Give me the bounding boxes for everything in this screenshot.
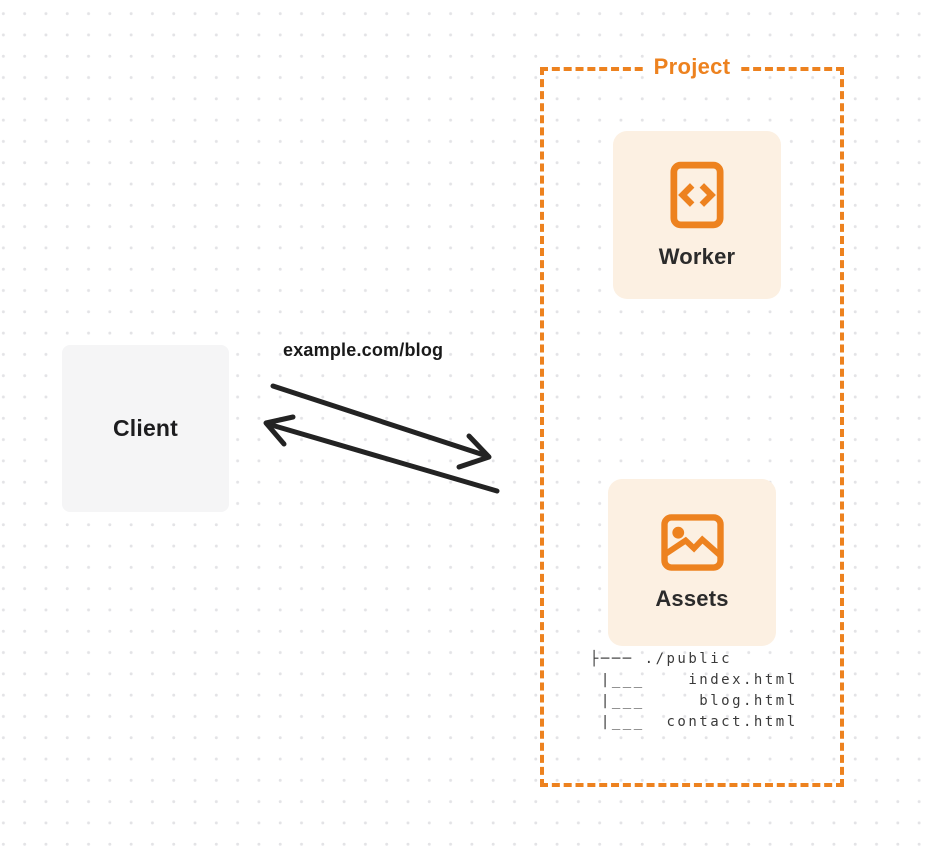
request-url-label: example.com/blog [283, 340, 444, 360]
client-node: Client [62, 345, 229, 512]
assets-file-tree: ├─── ./public |___ index.html |___ blog.… [590, 651, 798, 730]
response-arrowhead-icon [263, 414, 296, 447]
assets-label: Assets [655, 585, 729, 611]
worker-node: Worker [613, 131, 781, 299]
code-document-icon [670, 161, 724, 228]
image-icon [660, 513, 724, 571]
project-label: Project [645, 54, 739, 80]
request-arrowhead-icon [456, 433, 492, 470]
request-arrow-line [270, 383, 490, 459]
project-container: Project Worker Assets ├─── ./public |___… [540, 54, 844, 787]
assets-node: Assets [608, 479, 776, 646]
client-label: Client [112, 415, 179, 441]
worker-label: Worker [658, 243, 736, 269]
response-arrow-line [265, 421, 500, 494]
